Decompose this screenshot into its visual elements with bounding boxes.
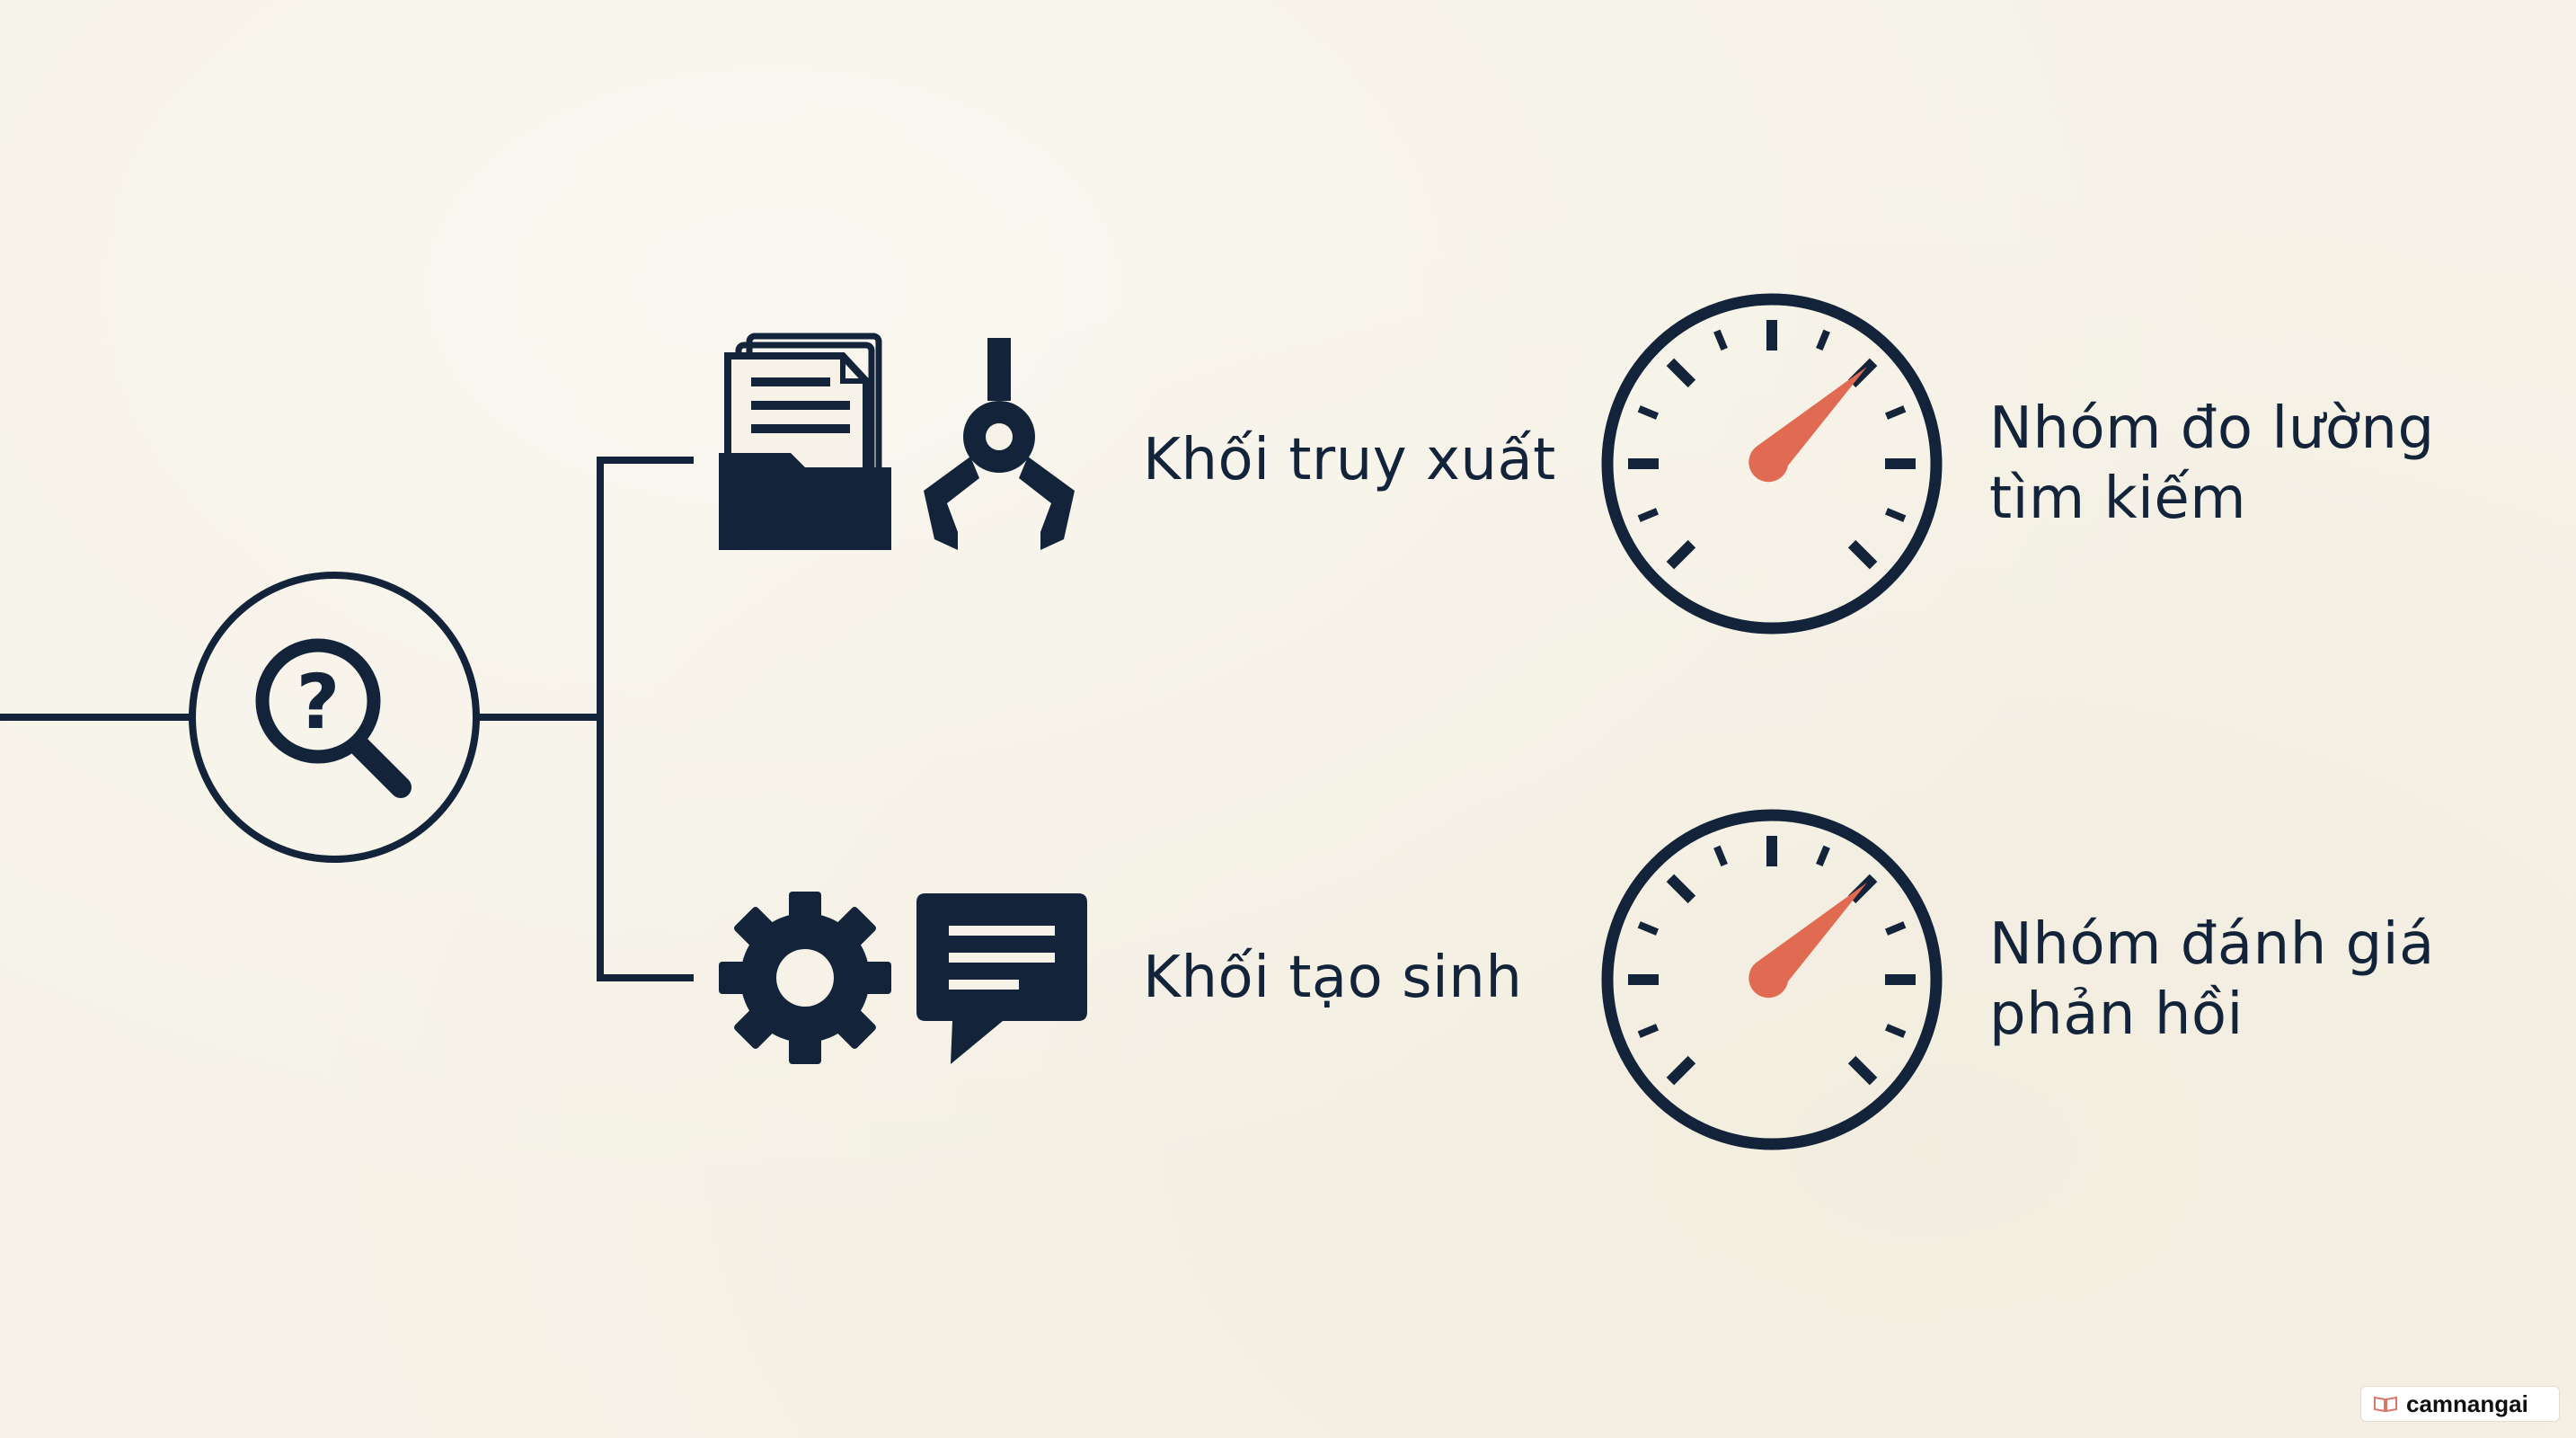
gauge-tick [1884,405,1907,420]
gauge-tick [1637,1024,1660,1038]
svg-text:?: ? [297,658,341,746]
gauge-tick [1666,1055,1696,1086]
gauge-icon [1601,293,1943,635]
connector-lines [0,457,694,981]
question-magnifier-icon: ? [255,638,412,798]
gauge-tick [1884,1024,1907,1038]
block-label-generation: Khối tạo sinh [1143,945,1523,1011]
book-icon [2374,1396,2397,1412]
gauge-tick [1666,358,1696,388]
gauge-tick [1666,539,1696,570]
gauge-tick [1713,329,1728,351]
watermark-badge: camnangai [2360,1386,2560,1422]
gauge-tick [1637,405,1660,420]
gauge-tick [1884,508,1907,522]
chat-bubble-icon [916,893,1087,1064]
gauge-tick [1637,921,1660,936]
gauge-icon [1601,809,1943,1150]
metric-group-search-line-2: tìm kiếm [1989,466,2247,532]
gauge-tick [1884,921,1907,936]
gauge-tick [1637,508,1660,522]
gauge-tick [1666,874,1696,904]
watermark-text: camnangai [2406,1389,2528,1417]
gauge-tick [1816,329,1830,351]
metric-group-search-label: Nhóm đo lường tìm kiếm [1989,394,2435,534]
block-label-retrieval: Khối truy xuất [1143,427,1556,493]
metric-group-response-line-2: phản hồi [1989,981,2244,1048]
gauge-tick [1847,539,1878,570]
metric-group-response-label: Nhóm đánh giá phản hồi [1989,910,2435,1050]
documents-folder-icon [719,333,891,550]
metric-group-search-line-1: Nhóm đo lường [1989,395,2435,462]
gauge-tick [1847,1055,1878,1086]
metric-group-response-line-1: Nhóm đánh giá [1989,911,2435,978]
gauge-tick [1713,845,1728,867]
robotic-claw-icon [924,338,1075,550]
gear-icon [719,892,891,1064]
gauge-tick [1816,845,1830,867]
query-node: ? [189,572,480,863]
